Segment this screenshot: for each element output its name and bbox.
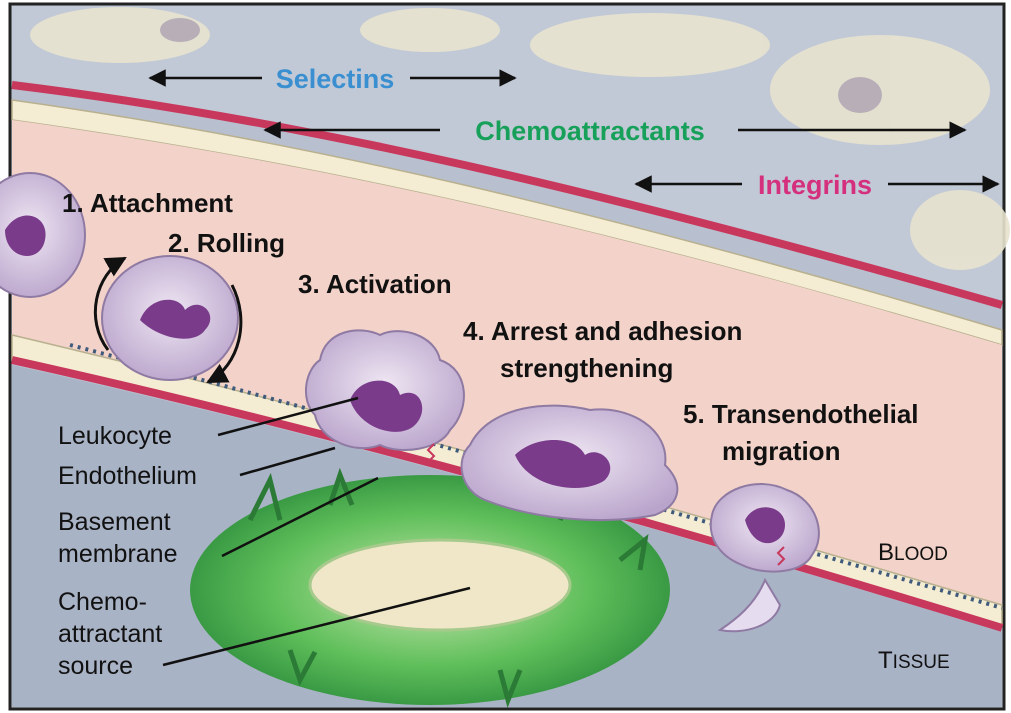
step-arrest-line1: 4. Arrest and adhesion <box>463 316 742 346</box>
tissue-first-letter: T <box>878 647 893 674</box>
leukocyte-2 <box>102 256 238 380</box>
step-rolling: 2. Rolling <box>168 228 285 258</box>
label-leukocyte: Leukocyte <box>58 422 172 450</box>
step-activation: 3. Activation <box>298 269 452 299</box>
label-tissue: TISSUE <box>878 647 950 674</box>
tissue-rest: ISSUE <box>893 652 950 673</box>
label-chemo-line1: Chemo- <box>58 588 147 616</box>
label-chemo-line2: attractant <box>58 620 162 648</box>
blood-rest: LOOD <box>894 544 948 565</box>
integrins-label: Integrins <box>758 170 872 200</box>
leukocyte-4 <box>462 406 678 520</box>
step-arrest-line2: strengthening <box>500 353 673 383</box>
step-transendothelial-line1: 5. Transendothelial <box>683 399 919 429</box>
label-basement-line2: membrane <box>58 540 178 568</box>
selectins-label: Selectins <box>276 64 395 94</box>
label-basement-line1: Basement <box>58 508 171 536</box>
blood-first-letter: B <box>878 539 894 566</box>
label-blood: BLOOD <box>878 539 948 566</box>
label-endothelium: Endothelium <box>58 462 197 490</box>
chemoattractants-label: Chemoattractants <box>475 116 705 146</box>
step-transendothelial-line2: migration <box>722 436 840 466</box>
label-chemo-line3: source <box>58 652 133 680</box>
step-attachment: 1. Attachment <box>62 188 233 218</box>
